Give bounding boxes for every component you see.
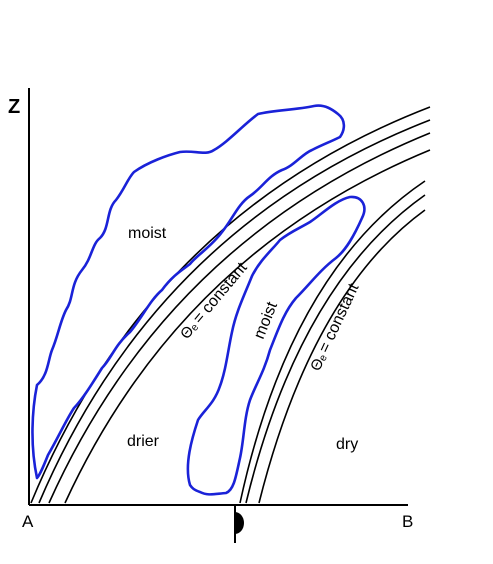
moist-region-upper (31, 104, 346, 480)
isentrope-upper-1 (30, 106, 431, 504)
isentrope-lower-2 (245, 194, 426, 504)
isentrope-label-upper: Θₑ = constant (177, 259, 251, 343)
isentropes-upper (30, 106, 431, 504)
point-a-label: A (22, 512, 34, 531)
isentrope-lower-3 (258, 209, 426, 504)
region-label-dry: dry (336, 436, 358, 453)
region-label-drier: drier (127, 433, 160, 450)
point-b-label: B (402, 512, 413, 531)
warm-front-semicircle-icon (234, 505, 244, 543)
isentrope-text-lower: = constant (316, 281, 363, 356)
isentrope-label-lower: Θₑ = constant (307, 281, 362, 374)
moist-region-lower (186, 195, 366, 496)
isentrope-upper-3 (48, 132, 431, 504)
region-label-moist-upper: moist (128, 225, 167, 242)
z-axis-label: Z (8, 96, 20, 118)
theta-e-symbol-lower: Θₑ (307, 350, 330, 373)
isentrope-lower-1 (239, 180, 426, 504)
isentrope-text-upper: = constant (190, 259, 251, 327)
isentrope-upper-4 (64, 149, 431, 504)
isentrope-upper-2 (38, 119, 431, 504)
moist-regions (31, 104, 366, 496)
isentropes-lower (239, 180, 426, 504)
